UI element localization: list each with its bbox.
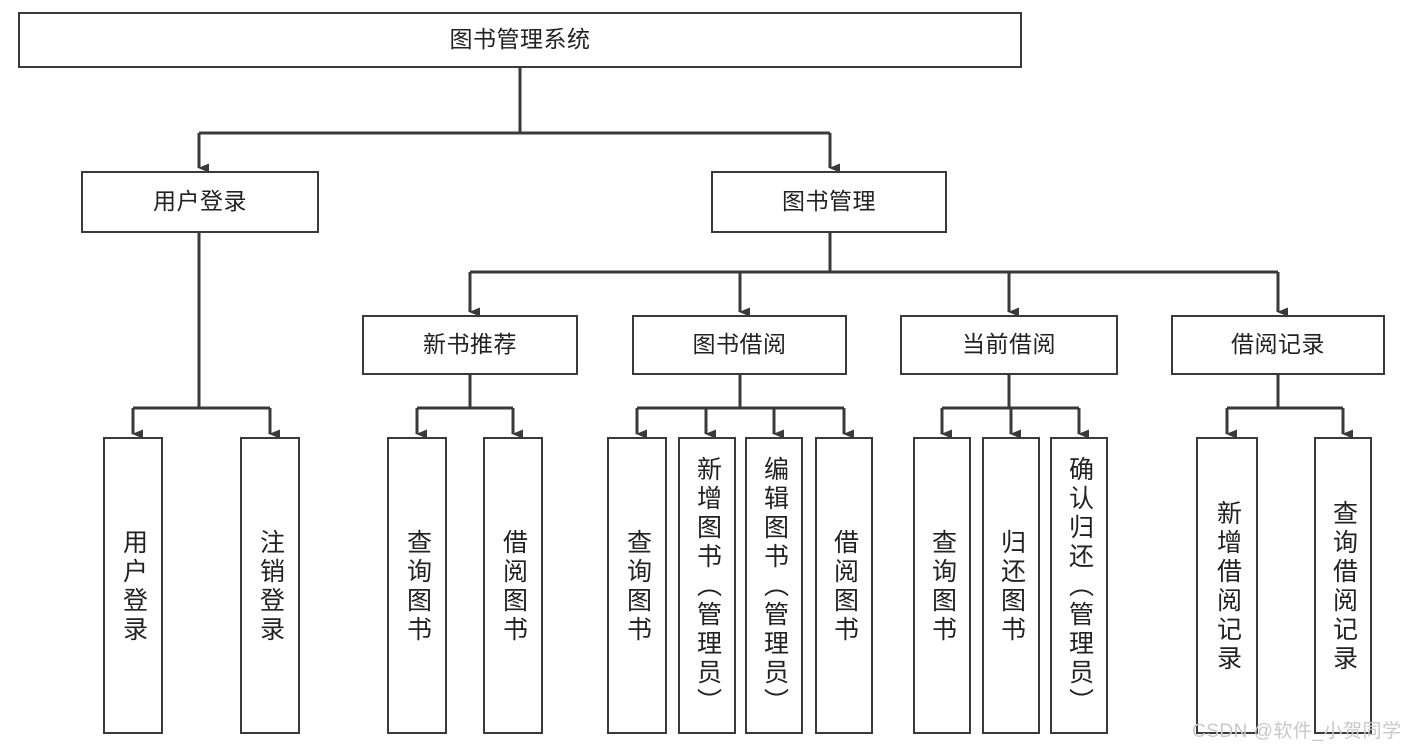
leaf-book-borrow-query[interactable]: 查询图书 <box>607 437 667 734</box>
node-label: 借阅记录 <box>1231 331 1325 358</box>
node-current-borrow[interactable]: 当前借阅 <box>900 315 1118 375</box>
node-label: 借阅图书 <box>830 528 859 645</box>
leaf-current-borrow-confirm-return[interactable]: 确认归还（管理员） <box>1050 437 1108 734</box>
node-label: 图书管理 <box>782 188 876 215</box>
leaf-book-borrow-add[interactable]: 新增图书（管理员） <box>678 437 736 734</box>
node-label: 当前借阅 <box>962 331 1056 358</box>
leaf-borrow-records-query[interactable]: 查询借阅记录 <box>1314 437 1372 734</box>
leaf-new-books-borrow[interactable]: 借阅图书 <box>483 437 543 734</box>
node-label: 新书推荐 <box>423 331 517 358</box>
node-root-system[interactable]: 图书管理系统 <box>18 12 1022 68</box>
node-label: 新增图书（管理员） <box>693 456 722 717</box>
leaf-book-borrow-borrow[interactable]: 借阅图书 <box>815 437 873 734</box>
node-user-login[interactable]: 用户登录 <box>81 171 319 233</box>
node-label: 用户登录 <box>153 188 247 215</box>
node-label: 查询图书 <box>403 528 432 645</box>
node-label: 查询借阅记录 <box>1329 499 1358 674</box>
node-label: 确认归还（管理员） <box>1065 456 1094 717</box>
node-label: 注销登录 <box>256 528 285 645</box>
node-new-book-recommend[interactable]: 新书推荐 <box>362 315 578 375</box>
csdn-watermark: CSDN @软件_小贺同学 <box>1192 721 1402 742</box>
node-label: 查询图书 <box>928 528 957 645</box>
leaf-new-books-query[interactable]: 查询图书 <box>387 437 447 734</box>
node-label: 图书管理系统 <box>449 26 591 53</box>
node-label: 图书借阅 <box>692 331 787 358</box>
node-label: 查询图书 <box>623 528 652 645</box>
node-book-borrow[interactable]: 图书借阅 <box>632 315 847 375</box>
leaf-user-login-logout[interactable]: 注销登录 <box>240 437 300 734</box>
node-label: 新增借阅记录 <box>1213 499 1242 674</box>
node-label: 编辑图书（管理员） <box>760 456 789 717</box>
leaf-user-login-login[interactable]: 用户登录 <box>103 437 163 734</box>
leaf-borrow-records-add[interactable]: 新增借阅记录 <box>1196 437 1258 734</box>
leaf-book-borrow-edit[interactable]: 编辑图书（管理员） <box>745 437 803 734</box>
leaf-current-borrow-query[interactable]: 查询图书 <box>913 437 971 734</box>
node-label: 借阅图书 <box>499 528 528 645</box>
node-borrow-records[interactable]: 借阅记录 <box>1171 315 1385 375</box>
leaf-current-borrow-return[interactable]: 归还图书 <box>982 437 1040 734</box>
node-label: 归还图书 <box>997 528 1026 645</box>
node-book-management[interactable]: 图书管理 <box>711 171 947 233</box>
node-label: 用户登录 <box>119 528 148 645</box>
